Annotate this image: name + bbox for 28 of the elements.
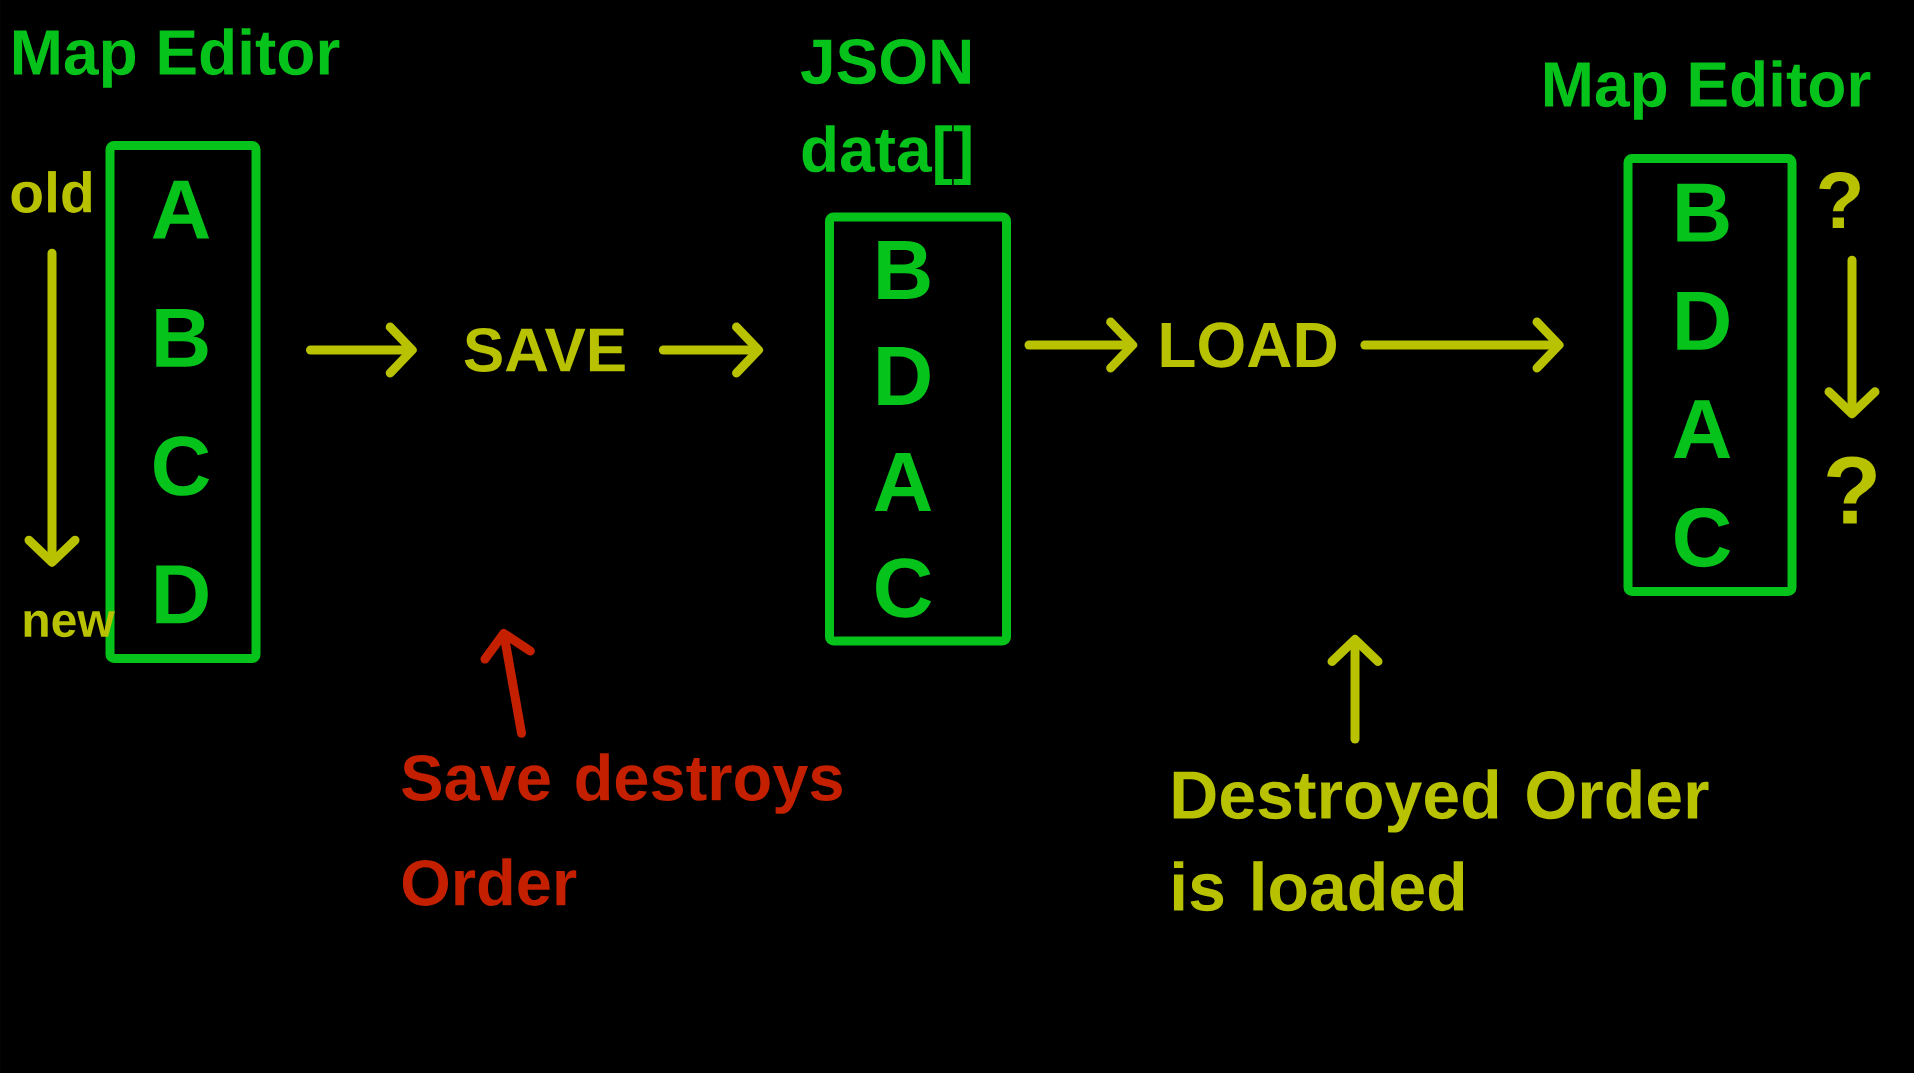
arrow (306, 322, 417, 378)
question-mark: ? (1819, 172, 1860, 228)
list-item: C (876, 558, 932, 618)
annotation-text: Save destroys Order (402, 753, 842, 906)
list-item: C (154, 436, 210, 496)
list-item: D (878, 347, 930, 405)
list-item: A (152, 180, 210, 239)
list-item: A (874, 453, 932, 511)
arrow (24, 248, 80, 567)
arrow (1360, 317, 1564, 373)
question-mark: ? (1827, 456, 1876, 524)
list-item: B (156, 309, 208, 367)
list-item: B (878, 241, 930, 299)
arrow (1024, 317, 1138, 373)
list-item: C (1675, 507, 1731, 568)
step-label: SAVE (464, 328, 625, 372)
list-box (1623, 154, 1797, 596)
order-label: old (11, 171, 91, 213)
leader-arrow (1327, 635, 1383, 744)
list-item: D (156, 565, 208, 624)
arrow (1824, 255, 1880, 419)
list-item: A (1673, 400, 1731, 458)
list-item: B (1677, 183, 1729, 242)
list-box (825, 212, 1011, 646)
step-label: LOAD (1161, 322, 1336, 368)
annotation-text: Destroyed Order is loaded (1173, 769, 1709, 912)
leader-arrow (480, 628, 535, 738)
list-item: D (1677, 292, 1729, 350)
